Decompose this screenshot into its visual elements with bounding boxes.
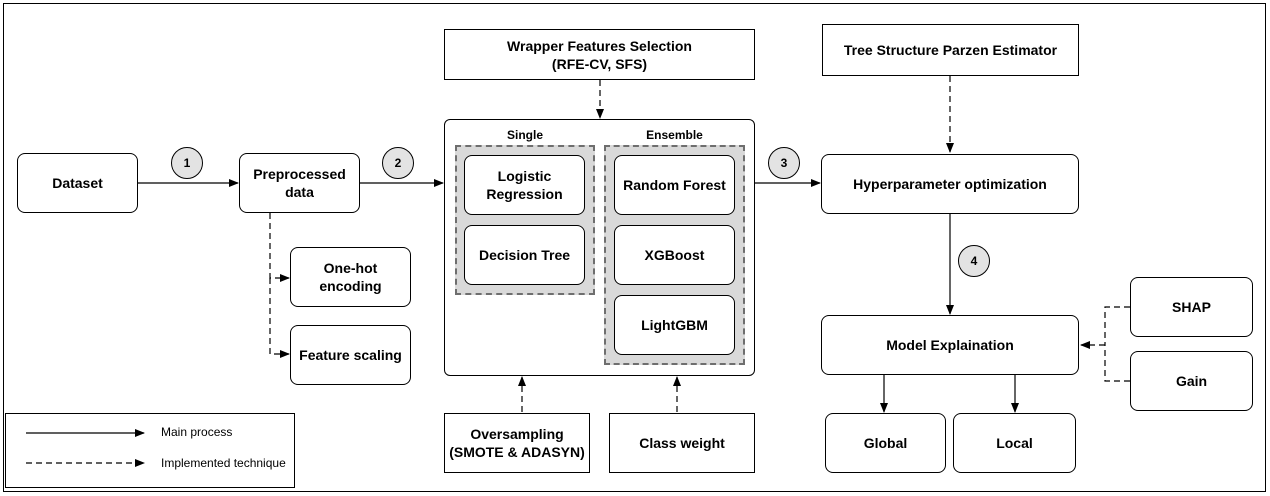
step-2-badge: 2 xyxy=(382,147,414,179)
shap-label: SHAP xyxy=(1172,299,1211,315)
random-forest-label: Random Forest xyxy=(623,177,726,193)
one-hot-encoding-box: One-hot encoding xyxy=(290,247,411,307)
random-forest-box: Random Forest xyxy=(614,155,735,215)
model-explanation-label: Model Explaination xyxy=(886,337,1014,353)
tpe-box: Tree Structure Parzen Estimator xyxy=(822,24,1079,76)
dataset-box: Dataset xyxy=(17,153,138,213)
step-2-label: 2 xyxy=(394,156,402,170)
logistic-regression-box: Logistic Regression xyxy=(464,155,585,215)
shap-box: SHAP xyxy=(1130,277,1253,337)
local-box: Local xyxy=(953,413,1076,473)
legend-implemented-technique-label: Implemented technique xyxy=(161,456,286,470)
single-models-title: Single xyxy=(506,128,543,142)
lightgbm-box: LightGBM xyxy=(614,295,735,355)
wrapper-feature-selection-title: Wrapper Features Selection xyxy=(507,37,692,54)
preprocessed-data-label: Preprocessed data xyxy=(253,166,346,200)
step-1-badge: 1 xyxy=(171,147,203,179)
preprocessed-data-box: Preprocessed data xyxy=(239,153,360,213)
class-weight-box: Class weight xyxy=(609,413,755,473)
dataset-label: Dataset xyxy=(52,175,103,191)
step-3-badge: 3 xyxy=(768,147,800,179)
legend-lines xyxy=(26,429,145,467)
gain-label: Gain xyxy=(1175,373,1208,389)
lightgbm-label: LightGBM xyxy=(641,317,708,333)
diagram-frame xyxy=(3,3,1266,492)
oversampling-title: Oversampling xyxy=(470,426,564,442)
local-label: Local xyxy=(996,435,1033,451)
legend-main-process-label: Main process xyxy=(161,425,233,439)
step-3-label: 3 xyxy=(780,156,788,170)
xgboost-box: XGBoost xyxy=(614,225,735,285)
logistic-regression-label: Logistic Regression xyxy=(486,168,563,202)
oversampling-methods: (SMOTE & ADASYN) xyxy=(449,444,585,460)
legend: Main process Implemented technique xyxy=(5,413,295,488)
global-box: Global xyxy=(825,413,946,473)
one-hot-encoding-label: One-hot encoding xyxy=(319,260,382,294)
class-weight-label: Class weight xyxy=(639,435,725,451)
step-4-badge: 4 xyxy=(958,245,990,277)
xgboost-label: XGBoost xyxy=(644,247,705,263)
wrapper-feature-selection-box: Wrapper Features Selection (RFE-CV, SFS) xyxy=(444,29,755,80)
hyperparameter-optimization-label: Hyperparameter optimization xyxy=(853,176,1047,192)
feature-scaling-box: Feature scaling xyxy=(290,325,411,385)
decision-tree-box: Decision Tree xyxy=(464,225,585,285)
model-explanation-box: Model Explaination xyxy=(821,315,1079,375)
hyperparameter-optimization-box: Hyperparameter optimization xyxy=(821,154,1079,214)
gain-box: Gain xyxy=(1130,351,1253,411)
global-label: Global xyxy=(863,435,908,451)
ensemble-models-title: Ensemble xyxy=(646,128,703,142)
feature-scaling-label: Feature scaling xyxy=(299,347,402,363)
step-1-label: 1 xyxy=(183,156,191,170)
wrapper-feature-selection-methods: (RFE-CV, SFS) xyxy=(551,55,648,72)
tpe-label: Tree Structure Parzen Estimator xyxy=(843,42,1058,58)
oversampling-box: Oversampling (SMOTE & ADASYN) xyxy=(444,413,590,473)
decision-tree-label: Decision Tree xyxy=(478,247,571,263)
step-4-label: 4 xyxy=(970,254,978,268)
